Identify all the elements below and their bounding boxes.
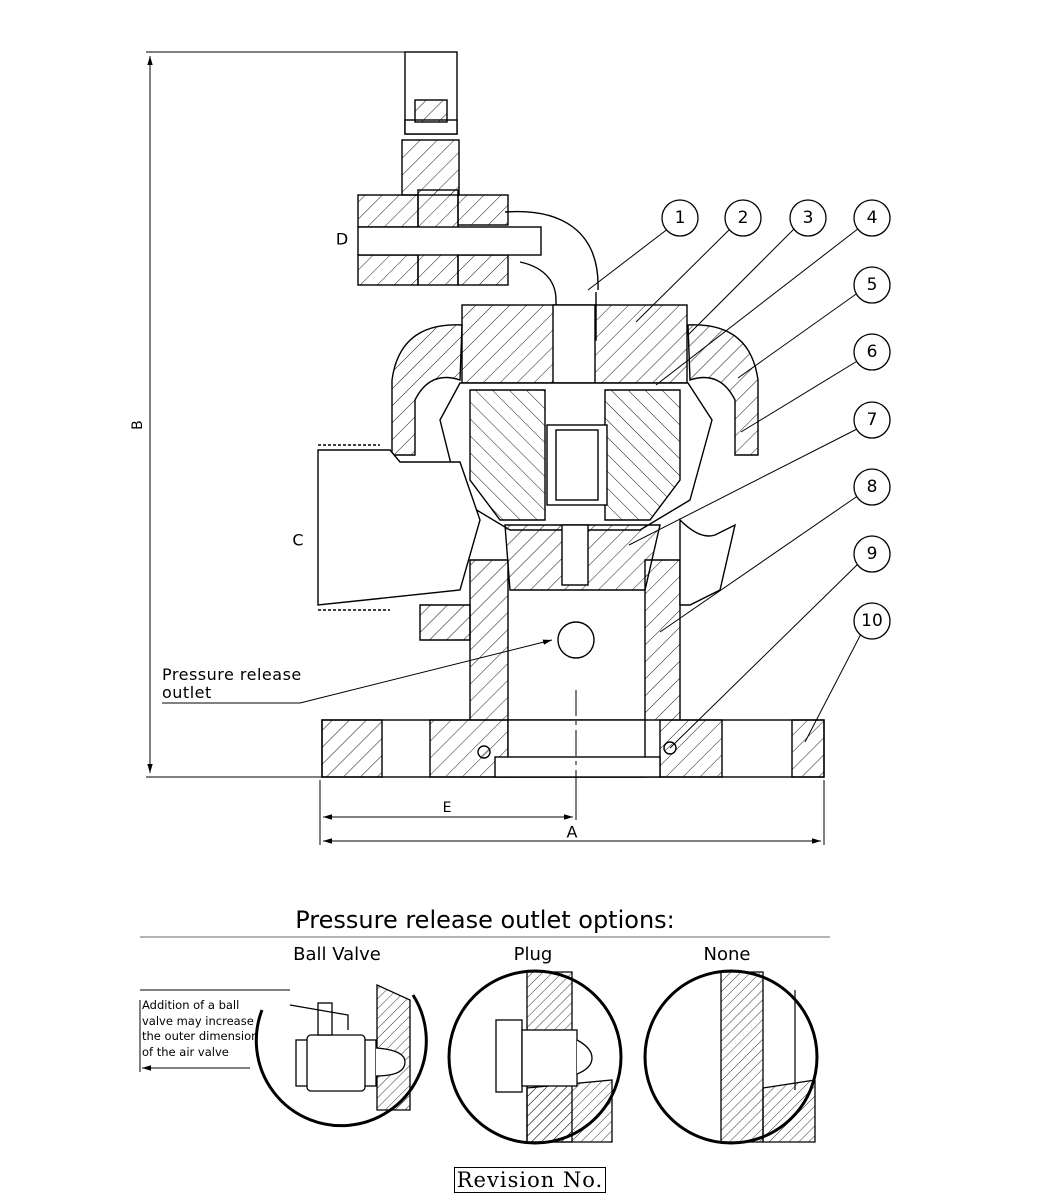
none-title: None <box>703 944 751 965</box>
svg-text:3: 3 <box>803 208 814 228</box>
elbow-connector <box>357 51 599 341</box>
ball-valve-note: Addition of a ball valve may increase th… <box>142 998 259 1059</box>
svg-text:9: 9 <box>867 544 878 564</box>
callout-9: 9 <box>853 535 891 573</box>
options-title: Pressure release outlet options: <box>295 906 675 934</box>
callout-5: 5 <box>853 266 891 304</box>
dimension-b: B <box>130 420 146 430</box>
dimension-e: E <box>443 800 452 816</box>
dimension-d: D <box>336 230 348 249</box>
dimension-c: C <box>292 531 303 550</box>
revision-box: Revision No. <box>454 1167 606 1193</box>
svg-text:8: 8 <box>867 477 878 497</box>
callout-3: 3 <box>789 199 827 237</box>
callout-10: 10 <box>853 602 891 640</box>
svg-text:5: 5 <box>867 275 878 295</box>
callout-7: 7 <box>853 401 891 439</box>
ball-valve-detail <box>139 983 428 1128</box>
plug-detail <box>447 969 623 1145</box>
pressure-release-label: Pressure release outlet <box>162 666 302 702</box>
callout-1: 1 <box>661 199 699 237</box>
dimension-lines <box>146 51 825 845</box>
svg-text:6: 6 <box>867 342 878 362</box>
ball-valve-title: Ball Valve <box>293 944 381 965</box>
callout-6: 6 <box>853 333 891 371</box>
pressure-release-label-line2: outlet <box>162 683 212 702</box>
pressure-release-label-line1: Pressure release <box>162 665 302 684</box>
callout-leaders <box>162 227 863 749</box>
svg-text:1: 1 <box>675 208 686 228</box>
valve-body <box>317 304 825 815</box>
plug-title: Plug <box>513 944 553 965</box>
callout-8: 8 <box>853 468 891 506</box>
callout-4: 4 <box>853 199 891 237</box>
svg-text:7: 7 <box>867 410 878 430</box>
svg-text:10: 10 <box>861 611 883 631</box>
svg-text:4: 4 <box>867 208 878 228</box>
svg-text:2: 2 <box>738 208 749 228</box>
dimension-a: A <box>567 823 578 842</box>
callout-2: 2 <box>724 199 762 237</box>
none-detail <box>643 969 819 1145</box>
